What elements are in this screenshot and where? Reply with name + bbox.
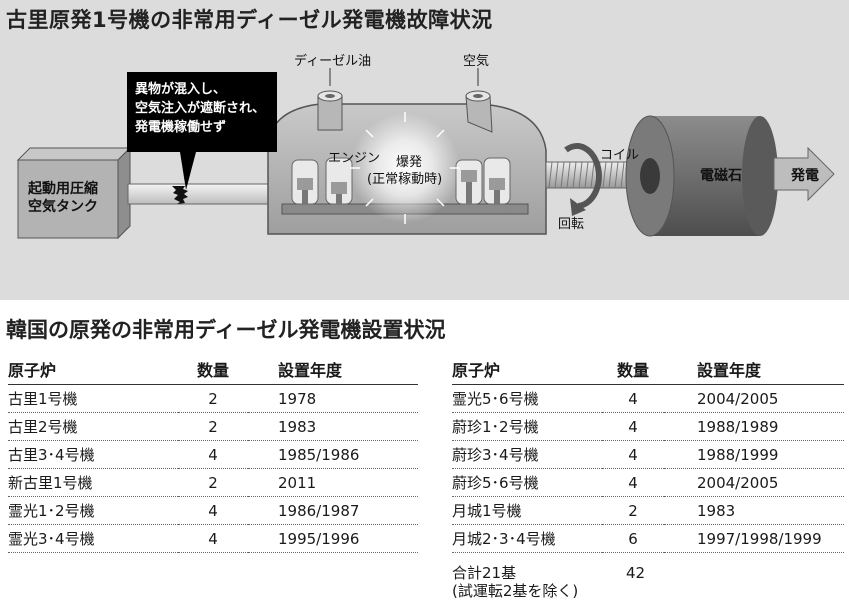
year-cell: 1985/1986 (248, 440, 418, 469)
power-output-arrow (773, 146, 835, 202)
year-cell: 2011 (248, 468, 418, 497)
year-cell: 1983 (664, 496, 844, 525)
electromagnet-label: 電磁石 (700, 168, 742, 184)
header-year: 設置年度 (248, 354, 418, 385)
reactor-cell: 蔚珍1･2号機 (452, 412, 602, 441)
diesel-oil-label: ディーゼル油 (294, 54, 372, 69)
total-note: (試運転2基を除く) (452, 582, 579, 600)
total-label: 合計21基 (試運転2基を除く) (452, 564, 578, 600)
quantity-cell: 2 (602, 496, 664, 525)
table-title: 韓国の原発の非常用ディーゼル発電機設置状況 (6, 318, 446, 342)
year-cell: 1988/1999 (664, 440, 844, 469)
quantity-cell: 4 (602, 468, 664, 497)
air-pipe (127, 183, 285, 205)
year-cell: 2004/2005 (664, 384, 844, 413)
coil-label: コイル (600, 148, 640, 163)
year-cell: 1997/1998/1999 (664, 524, 844, 553)
diagram-title: 古里原発1号機の非常用ディーゼル発電機故障状況 (6, 8, 493, 32)
reactor-cell: 古里3･4号機 (8, 440, 178, 469)
header-reactor: 原子炉 (452, 354, 602, 385)
power-generation-label: 発電 (791, 168, 819, 184)
year-cell: 1983 (248, 412, 418, 441)
year-cell: 1995/1996 (248, 524, 418, 553)
year-cell: 2004/2005 (664, 468, 844, 497)
year-cell: 1988/1989 (664, 412, 844, 441)
quantity-cell: 4 (178, 496, 248, 525)
diagram-illustration (16, 68, 835, 240)
quantity-cell: 2 (178, 384, 248, 413)
normal-operation-label: (正常稼動時) (367, 172, 443, 187)
rotation-label: 回転 (558, 217, 585, 232)
reactor-cell: 古里1号機 (8, 384, 178, 413)
year-cell: 1978 (248, 384, 418, 413)
blockage-debris (172, 186, 188, 204)
tank-label-line: 起動用圧縮 (28, 181, 98, 197)
table-header-row: 原子炉 数量 設置年度 (452, 354, 844, 385)
reactor-cell: 蔚珍5･6号機 (452, 468, 602, 497)
engine-label: エンジン (328, 151, 381, 166)
reactor-cell: 霊光5･6号機 (452, 384, 602, 413)
quantity-cell: 6 (602, 524, 664, 553)
tank-label-line: 空気タンク (28, 199, 98, 215)
compressed-air-tank (16, 146, 132, 240)
rotation-arrow (564, 143, 602, 216)
reactor-cell: 霊光3･4号機 (8, 524, 178, 553)
quantity-cell: 4 (602, 440, 664, 469)
explosion-rays (350, 112, 460, 224)
reactor-cell: 古里2号機 (8, 412, 178, 441)
engine-cylinders (291, 157, 511, 205)
header-quantity: 数量 (602, 354, 664, 385)
callout-pointer (180, 152, 196, 190)
quantity-cell: 4 (178, 524, 248, 553)
table-header-row: 原子炉 数量 設置年度 (8, 354, 418, 385)
callout-line: 発電機稼働せず (135, 120, 227, 135)
callout-line: 空気注入が遮断され、 (135, 101, 266, 116)
quantity-cell: 2 (178, 412, 248, 441)
quantity-cell: 2 (178, 468, 248, 497)
reactor-cell: 月城1号機 (452, 496, 602, 525)
header-year: 設置年度 (664, 354, 844, 385)
quantity-cell: 4 (602, 384, 664, 413)
diesel-oil-inlet (317, 68, 343, 131)
reactor-cell: 蔚珍3･4号機 (452, 440, 602, 469)
failure-callout: 異物が混入し、 空気注入が遮断され、 発電機稼働せず (127, 72, 277, 152)
reactor-cell: 月城2･3･4号機 (452, 524, 602, 553)
explosion-label: 爆発 (396, 155, 423, 170)
diagram-section: 古里原発1号機の非常用ディーゼル発電機故障状況 異物が混入し、 空気注入が遮断さ… (0, 0, 849, 300)
air-inlet (465, 68, 493, 133)
reactor-cell: 新古里1号機 (8, 468, 178, 497)
tank-label: 起動用圧縮 空気タンク (28, 180, 98, 216)
explosion-glow (350, 113, 460, 223)
electromagnet (625, 115, 778, 237)
air-label: 空気 (463, 54, 490, 69)
quantity-cell: 4 (178, 440, 248, 469)
quantity-cell: 4 (602, 412, 664, 441)
year-cell: 1986/1987 (248, 496, 418, 525)
total-label-line: 合計21基 (452, 564, 517, 582)
callout-line: 異物が混入し、 (135, 82, 227, 97)
diesel-engine (267, 103, 547, 235)
total-quantity: 42 (626, 564, 646, 582)
header-reactor: 原子炉 (8, 354, 178, 385)
header-quantity: 数量 (178, 354, 248, 385)
reactor-cell: 霊光1･2号機 (8, 496, 178, 525)
